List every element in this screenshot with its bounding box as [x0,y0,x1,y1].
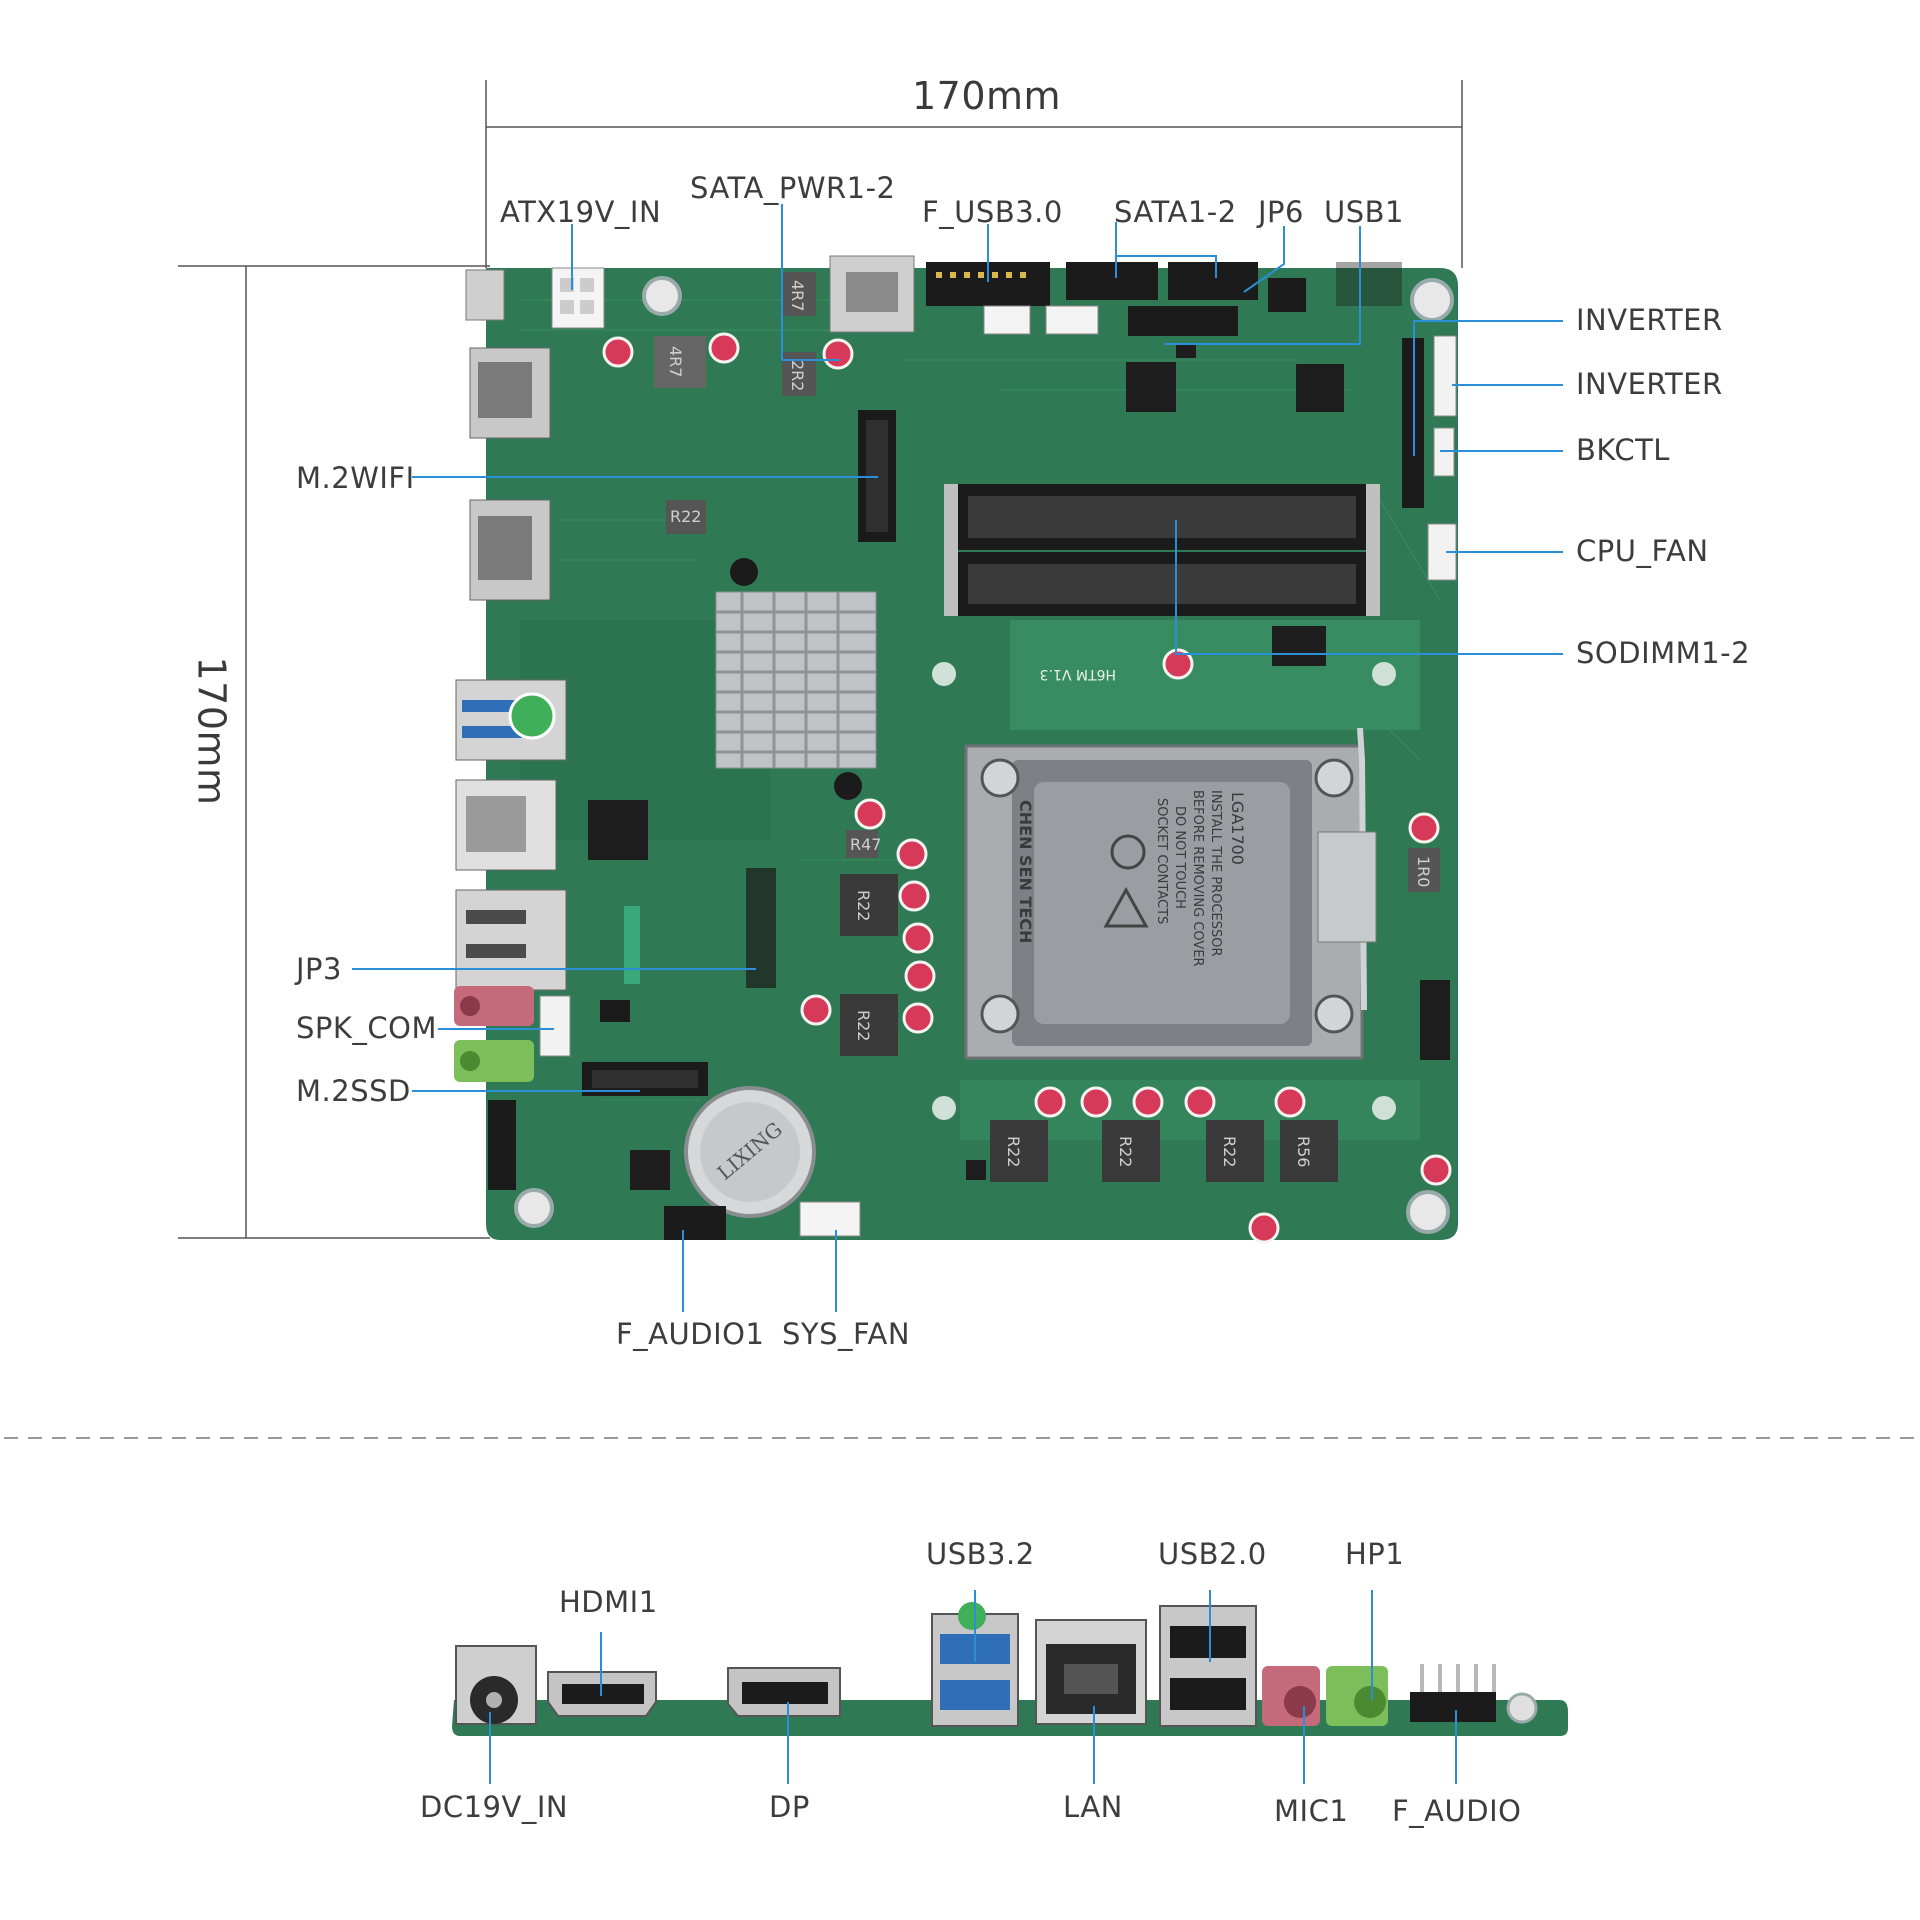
label-inverter-1: INVERTER [1576,303,1723,337]
label-usb1: USB1 [1324,195,1404,229]
chipset-heatsink [715,558,877,800]
rear-io-stack [454,269,571,1190]
sodimm-slots [944,484,1380,616]
label-jp6: JP6 [1258,195,1304,229]
label-jp3: JP3 [296,952,342,986]
label-sata-pwr: SATA_PWR1-2 [690,171,896,205]
label-bkctl: BKCTL [1576,433,1670,467]
inductor-label: 4R7 [666,346,685,377]
label-sys-fan: SYS_FAN [782,1317,911,1351]
label-m2ssd: M.2SSD [296,1074,411,1108]
inductor-label: R22 [854,890,873,921]
inductor-label: 4R7 [788,280,807,311]
leader-lines [352,204,1563,1312]
label-hdmi1: HDMI1 [559,1585,658,1619]
board-model-silkscreen: H6TM V1.3 [1040,666,1116,682]
socket-cover-text: LGA1700 INSTALL THE PROCESSOR BEFORE REM… [1016,790,1247,967]
inductor-markings: R22 R22 R22 R22 R22 R56 4R7 4R7 2R2 R47 … [666,280,1433,1167]
socket-warning-3: DO NOT TOUCH [1172,806,1187,909]
io-panel-connectors [455,1602,1538,1727]
cmos-battery: LIXING [684,1086,816,1218]
label-usb20: USB2.0 [1158,1537,1267,1571]
mounting-hole [514,276,1454,1234]
small-ics [588,344,1450,1190]
label-dp: DP [769,1790,810,1824]
label-mic1: MIC1 [1274,1794,1349,1828]
label-f-audio: F_AUDIO [1392,1794,1522,1828]
label-sodimm: SODIMM1-2 [1576,636,1751,670]
inductor-label: R22 [1220,1136,1239,1167]
socket-brand-text: CHEN SEN TECH [1016,800,1035,943]
io-leader-lines [489,1590,1457,1784]
label-dc19v-in: DC19V_IN [420,1790,569,1824]
socket-warning-2: BEFORE REMOVING COVER [1190,790,1205,967]
inductor-label: R22 [1116,1136,1135,1167]
height-dimension [178,265,490,1239]
label-f-usb30: F_USB3.0 [922,195,1063,229]
label-f-audio1: F_AUDIO1 [616,1317,765,1351]
label-sata12: SATA1-2 [1114,195,1237,229]
inductor-label: R56 [1294,1136,1313,1167]
inductor-label: R47 [850,835,881,854]
inductor-label: R22 [670,507,701,526]
label-usb32: USB3.2 [926,1537,1035,1571]
label-lan: LAN [1063,1790,1123,1824]
label-hp1: HP1 [1345,1537,1405,1571]
cpu-socket [964,727,1377,1060]
inductor-label: R22 [854,1010,873,1041]
socket-warning-1: INSTALL THE PROCESSOR [1208,790,1223,956]
socket-model-text: LGA1700 [1228,792,1247,865]
width-dimension [485,80,1463,268]
label-spk-com: SPK_COM [296,1011,438,1045]
inductor-label: 2R2 [788,360,807,391]
label-m2wifi: M.2WIFI [296,461,415,495]
socket-warning-4: SOCKET CONTACTS [1154,798,1169,924]
label-cpu-fan: CPU_FAN [1576,534,1709,568]
label-inverter-2: INVERTER [1576,367,1723,401]
width-dimension-label: 170mm [912,74,1062,118]
inductor-label: R22 [1004,1136,1023,1167]
height-dimension-label: 170mm [189,656,234,806]
inductor-label: 1R0 [1414,856,1433,887]
label-atx19v-in: ATX19V_IN [500,195,662,229]
inductors [654,272,1440,1182]
